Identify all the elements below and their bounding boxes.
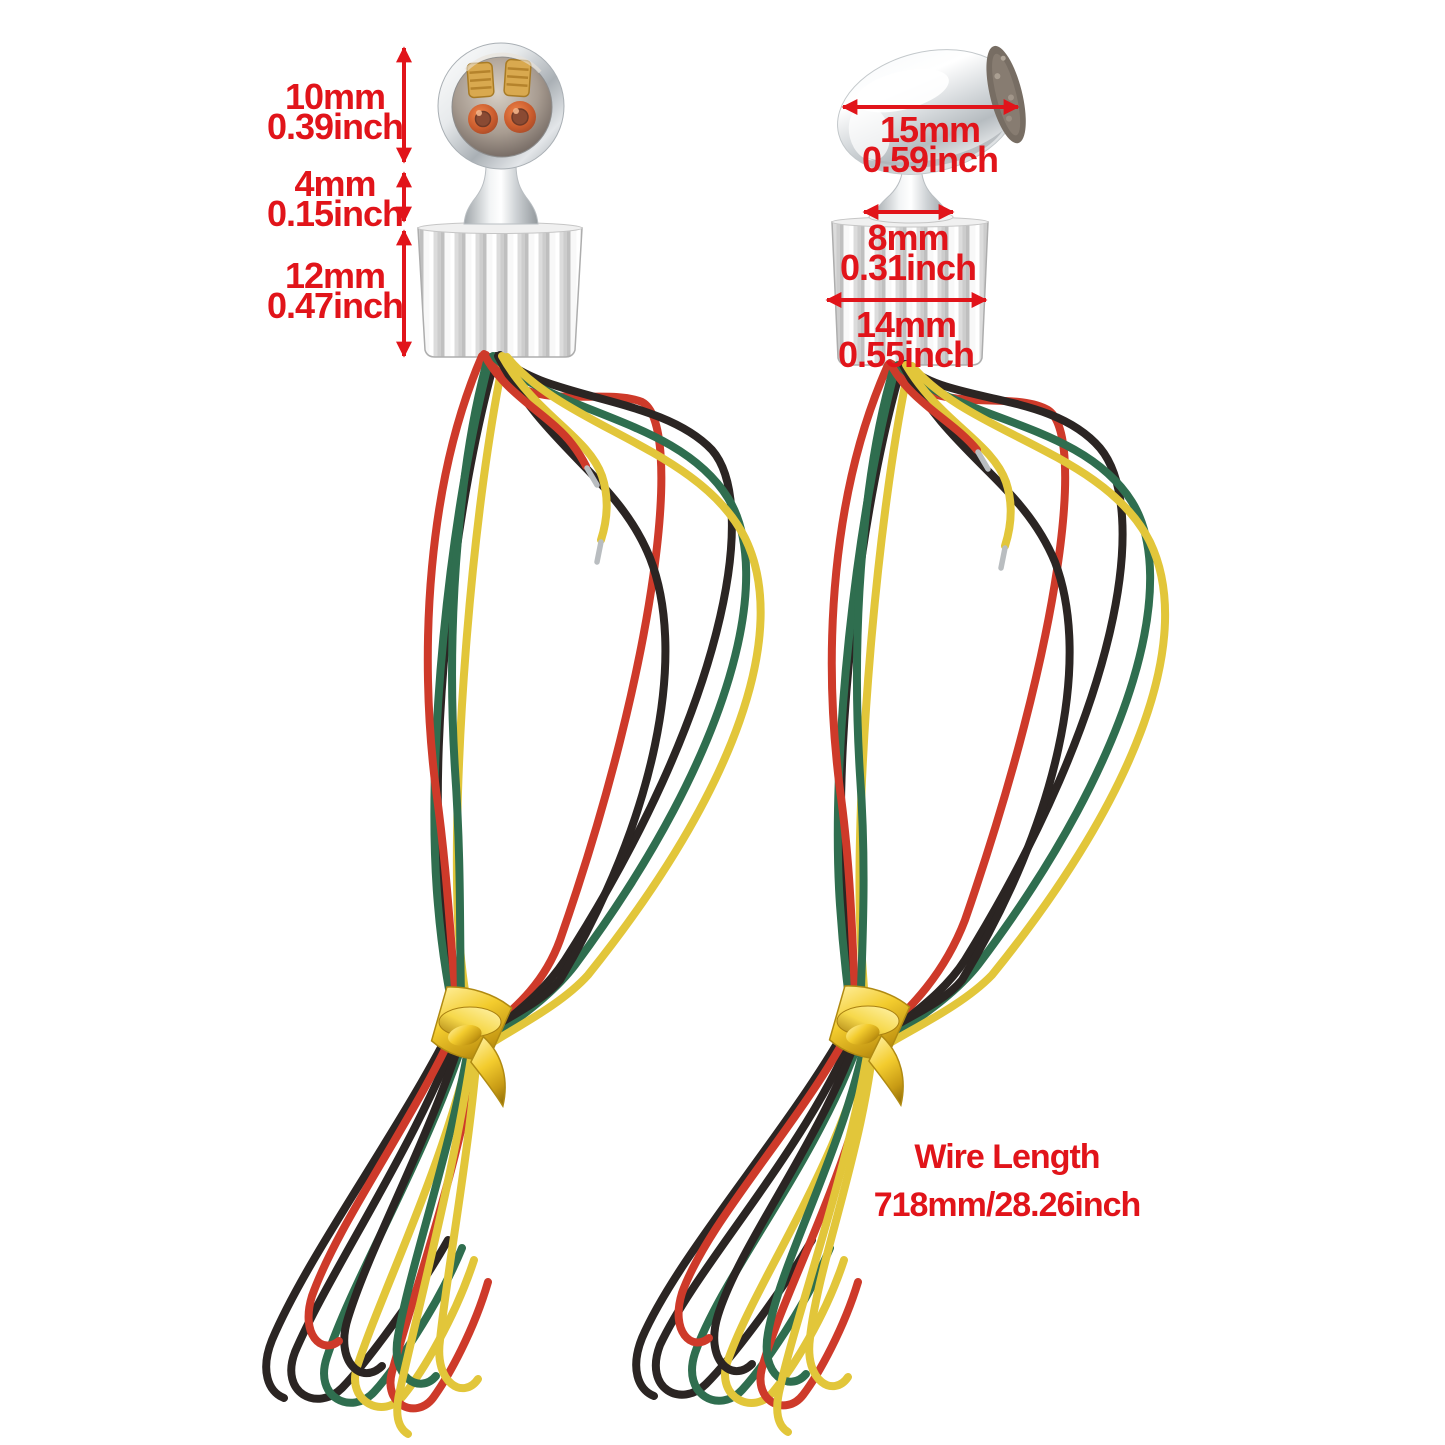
dimension-mm: 4mm — [294, 163, 376, 204]
dimension-label-right-neck: 8mm 0.31inch — [788, 217, 1028, 288]
left-signal-front-view — [417, 42, 583, 358]
dimension-mm: 15mm — [879, 109, 981, 150]
dimension-mm: 12mm — [284, 255, 386, 296]
left-wire-bundle — [262, 350, 765, 1438]
dimension-label-right-head: 15mm 0.59inch — [810, 109, 1050, 180]
right-wire-bundle — [632, 359, 1170, 1436]
gold-tie-left — [430, 986, 513, 1109]
dimension-inch: 0.39inch — [266, 106, 404, 147]
dimension-arrows — [396, 46, 1020, 358]
dimension-label-left-base: 12mm 0.47inch — [205, 255, 465, 326]
led-lamps — [468, 101, 536, 134]
dimension-inch: 0.47inch — [266, 285, 404, 326]
wire-length-title: Wire Length — [914, 1138, 1100, 1176]
dimension-mm: 8mm — [867, 217, 949, 258]
wire-length-value: 718mm/28.26inch — [873, 1186, 1142, 1224]
dimension-inch: 0.55inch — [837, 334, 975, 375]
dimension-mm: 14mm — [855, 304, 957, 345]
dimension-inch: 0.59inch — [861, 139, 999, 180]
gold-tie-right — [828, 985, 911, 1108]
dimension-mm: 10mm — [284, 76, 386, 117]
led-chips — [466, 58, 532, 99]
wire-length-label: Wire Length 718mm/28.26inch — [757, 1133, 1257, 1229]
dimension-inch: 0.15inch — [266, 193, 404, 234]
dimension-label-left-head: 10mm 0.39inch — [205, 76, 465, 147]
dimension-inch: 0.31inch — [839, 247, 977, 288]
dimension-label-left-neck: 4mm 0.15inch — [205, 163, 465, 234]
dimension-label-right-base: 14mm 0.55inch — [786, 304, 1026, 375]
